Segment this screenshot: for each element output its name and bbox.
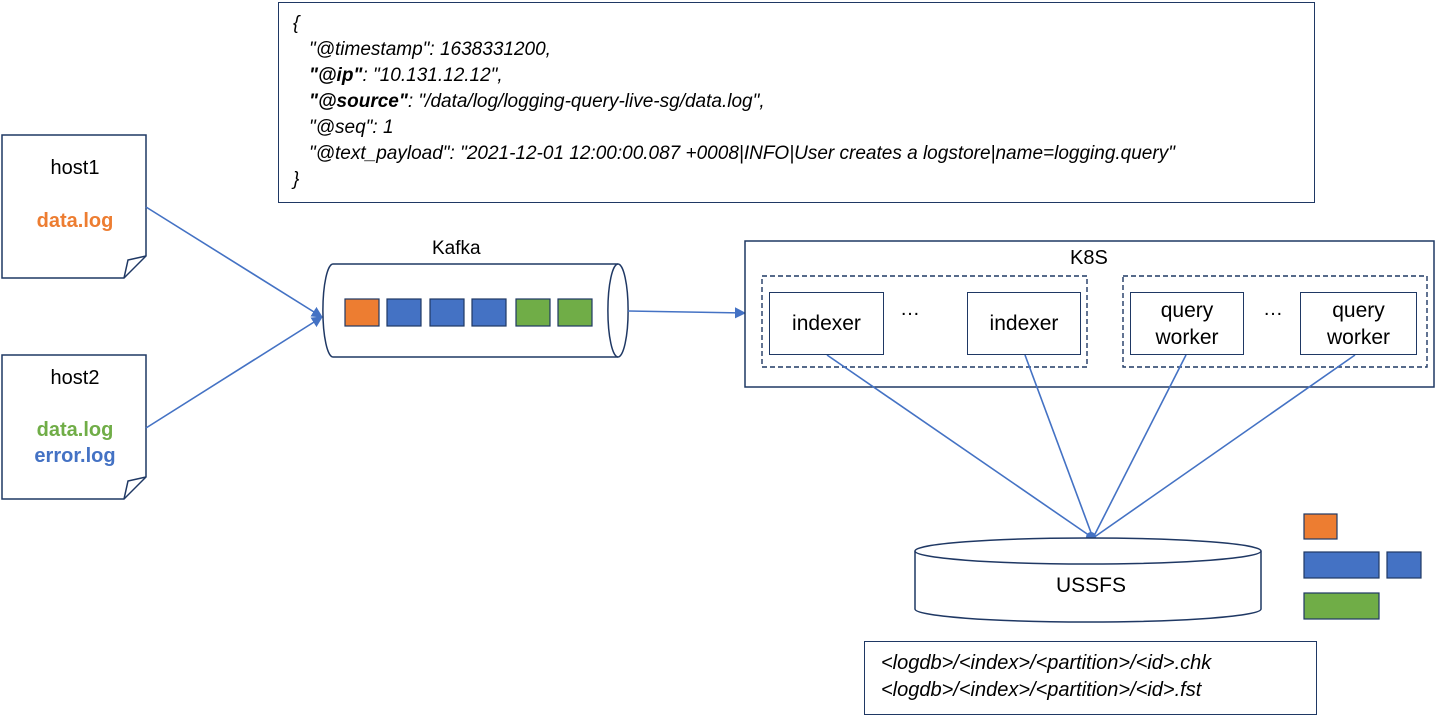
host1-file-data-log: data.log (36, 210, 114, 232)
host2-fold-corner (123, 476, 147, 500)
indexer-node-2: indexer (967, 292, 1081, 355)
chk-file-path: <logdb>/<index>/<partition>/<id>.chk (881, 652, 1212, 674)
host2-file-data-log: data.log (36, 419, 114, 441)
query-worker-1-line2: worker (1155, 325, 1219, 349)
indexer1-to-ussfs-line (826, 354, 1094, 539)
json-value: : 1 (372, 117, 394, 138)
query1-to-ussfs-line (1092, 354, 1187, 539)
ussfs-cylinder-top (914, 537, 1262, 565)
json-line: "@text_payload": "2021-12-01 12:00:00.08… (293, 141, 1314, 167)
host2-file-error-log: error.log (34, 445, 116, 467)
json-key: "@source" (309, 91, 408, 112)
host1-to-kafka-arrow (145, 206, 323, 318)
storage-file-paths: <logdb>/<index>/<partition>/<id>.chk <lo… (864, 641, 1317, 715)
json-key: "@text_payload" (309, 143, 450, 164)
json-line: "@source": "/data/log/logging-query-live… (293, 89, 1314, 115)
json-key: "@seq" (309, 117, 373, 138)
json-close-brace: } (293, 169, 300, 190)
json-open-brace: { (293, 13, 300, 34)
kafka-label: Kafka (432, 238, 481, 259)
query-worker-2-line2: worker (1326, 325, 1390, 349)
host1-document-shape (1, 134, 147, 279)
host2-node: host2 data.log error.log (2, 355, 148, 495)
json-key: "@ip" (309, 65, 363, 86)
kafka-to-k8s-arrow (627, 307, 747, 319)
ussfs-label: USSFS (1056, 574, 1127, 597)
query-worker-2-line1: query (1332, 298, 1385, 322)
json-value: : "2021-12-01 12:00:00.087 +0008|INFO|Us… (449, 143, 1175, 164)
host1-label: host1 (50, 157, 100, 179)
kafka-message-block (344, 298, 380, 327)
host2-label: host2 (50, 367, 100, 389)
query-worker-ellipsis: … (1263, 298, 1283, 320)
query2-to-ussfs-line (1092, 354, 1356, 539)
host2-to-kafka-arrow (145, 316, 323, 429)
query-worker-1-line1: query (1160, 298, 1214, 322)
log-record-sample: { "@timestamp": 1638331200,"@ip": "10.13… (278, 2, 1315, 203)
json-value: : 1638331200, (429, 39, 551, 60)
indexer-ellipsis: … (900, 298, 920, 320)
kafka-cylinder-front (607, 263, 619, 358)
legend-block (1386, 551, 1422, 579)
json-line: "@seq": 1 (293, 115, 1314, 141)
kafka-message-block (515, 298, 551, 327)
kafka-message-block (386, 298, 422, 327)
kafka-message-block (429, 298, 465, 327)
json-value: : "10.131.12.12", (362, 65, 503, 86)
kafka-message-block (471, 298, 507, 327)
k8s-label: K8S (1070, 247, 1108, 269)
json-line: "@timestamp": 1638331200, (293, 37, 1314, 63)
kafka-message-block (557, 298, 593, 327)
legend-block (1303, 551, 1380, 579)
indexer-group-frame (761, 275, 1088, 368)
query-worker-node-1: query worker (1130, 292, 1244, 355)
indexer-node-1: indexer (769, 292, 884, 355)
indexer2-to-ussfs-line (1024, 354, 1094, 539)
legend-block (1303, 592, 1380, 620)
ussfs-cylinder (914, 551, 1262, 623)
legend-block (1303, 513, 1338, 540)
json-key: "@timestamp" (309, 39, 430, 60)
host1-fold-corner (123, 255, 147, 279)
query-worker-node-2: query worker (1300, 292, 1417, 355)
json-line: "@ip": "10.131.12.12", (293, 63, 1314, 89)
json-value: : "/data/log/logging-query-live-sg/data.… (407, 91, 765, 112)
host2-document-shape (1, 354, 147, 500)
query-worker-group-frame (1122, 275, 1428, 368)
fst-file-path: <logdb>/<index>/<partition>/<id>.fst (881, 679, 1202, 701)
host1-node: host1 data.log (2, 135, 148, 275)
